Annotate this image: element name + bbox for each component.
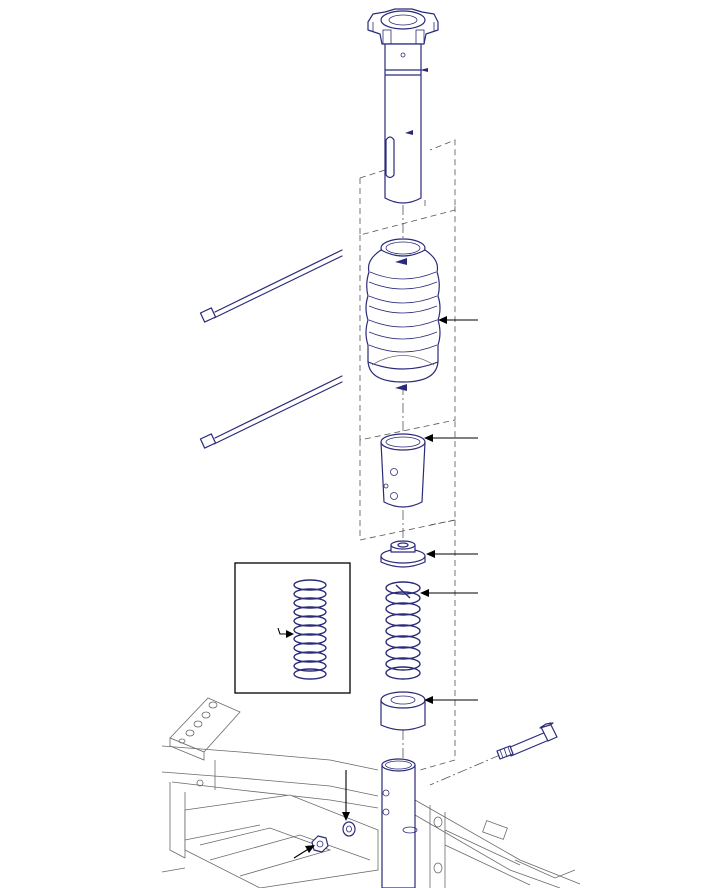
zip-tie-lower	[199, 375, 343, 449]
callout-coil-spring	[420, 589, 478, 597]
callout-washer	[342, 770, 350, 821]
detail-spring	[293, 579, 327, 680]
callout-nut	[293, 845, 315, 859]
bolt	[496, 722, 558, 760]
upper-bushing	[380, 433, 426, 508]
upper-shaft	[367, 8, 439, 204]
callout-dust-boot	[438, 316, 478, 324]
callout-leaders	[293, 316, 478, 859]
callout-spring-seat	[426, 550, 478, 558]
base-frame	[161, 697, 581, 888]
detail-inset	[234, 562, 351, 694]
coil-spring	[385, 581, 421, 680]
phantom-assembly-lines	[359, 139, 501, 786]
zip-tie-upper	[199, 249, 343, 323]
callout-lower-spacer	[424, 696, 478, 704]
nut	[311, 835, 329, 853]
callout-upper-bushing	[424, 434, 478, 442]
lower-spacer	[380, 691, 426, 731]
washer	[342, 821, 356, 837]
post-tube	[381, 758, 418, 888]
spring-seat	[380, 540, 426, 568]
dust-boot	[365, 238, 441, 391]
